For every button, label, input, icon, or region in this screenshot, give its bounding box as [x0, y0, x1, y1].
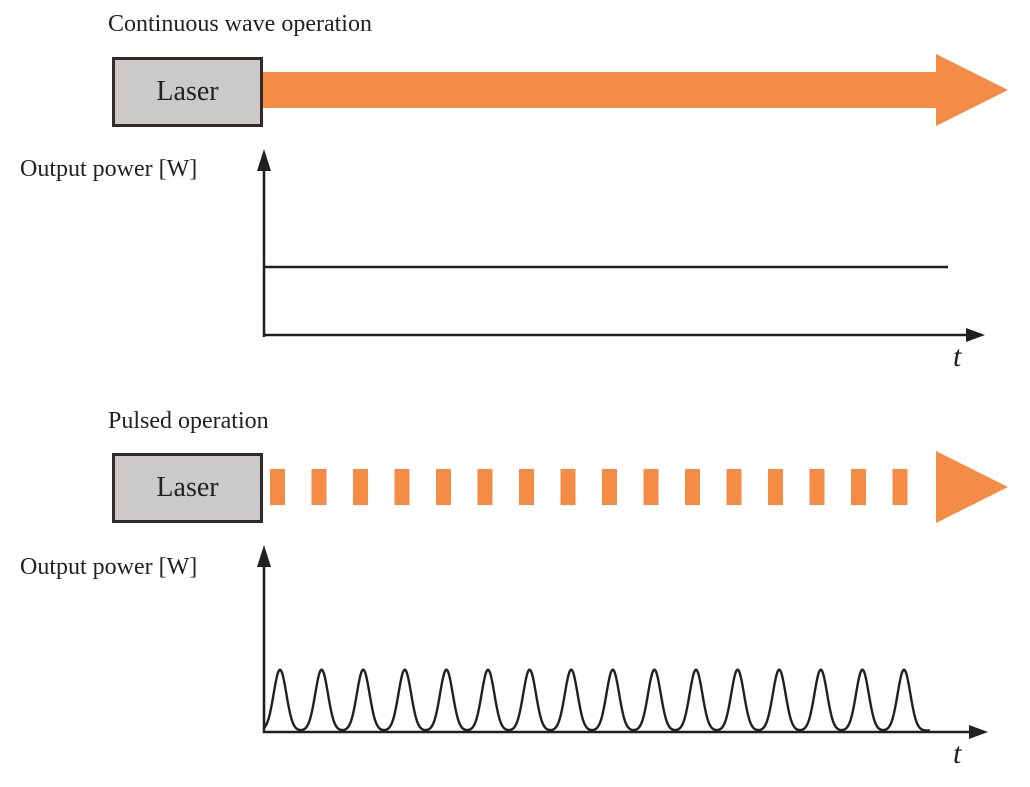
cw-y-axis-arrowhead [257, 149, 271, 171]
pulsed-beam-dash [768, 469, 783, 505]
pulsed-beam-dash [892, 469, 908, 505]
pulsed-beam-arrow [270, 451, 1008, 523]
pulsed-beam-dash [560, 469, 576, 505]
pulsed-laser-label: Laser [156, 472, 219, 503]
cw-section-title: Continuous wave operation [108, 11, 372, 37]
pulsed-beam-dash [519, 469, 534, 505]
pulsed-beam-arrowhead [936, 451, 1008, 523]
pulsed-beam-dash [353, 469, 368, 505]
pulsed-beam-dash [602, 469, 617, 505]
cw-y-axis-label: Output power [W] [20, 156, 198, 182]
pulsed-beam-dash [643, 469, 659, 505]
pulsed-beam-dash [270, 469, 285, 505]
pulsed-power-graph [257, 545, 988, 739]
pulsed-x-axis-arrowhead [969, 725, 988, 739]
pulsed-beam-dash [311, 469, 327, 505]
pulsed-beam-dash [436, 469, 451, 505]
pulsed-beam-dash [685, 469, 700, 505]
pulsed-beam-dash [394, 469, 410, 505]
cw-beam-shaft [263, 72, 936, 108]
cw-power-graph [257, 149, 985, 342]
pulsed-section-title: Pulsed operation [108, 408, 269, 434]
pulsed-y-axis-label: Output power [W] [20, 554, 198, 580]
cw-beam-arrow [263, 54, 1008, 126]
pulsed-beam-dash [809, 469, 825, 505]
pulsed-beam-dash [851, 469, 866, 505]
pulsed-x-axis-label: t [953, 737, 962, 770]
cw-beam-arrowhead [936, 54, 1008, 126]
cw-x-axis-label: t [953, 340, 962, 373]
cw-x-axis-arrowhead [966, 328, 985, 342]
pulsed-power-pulse-train [263, 668, 931, 732]
cw-laser-label: Laser [156, 76, 219, 107]
pulsed-beam-dash [726, 469, 742, 505]
pulsed-laser-box: Laser [112, 453, 263, 523]
pulsed-beam-dashes [270, 469, 908, 505]
pulsed-beam-dash [477, 469, 493, 505]
cw-laser-box: Laser [112, 57, 263, 127]
pulsed-y-axis-arrowhead [257, 545, 271, 567]
